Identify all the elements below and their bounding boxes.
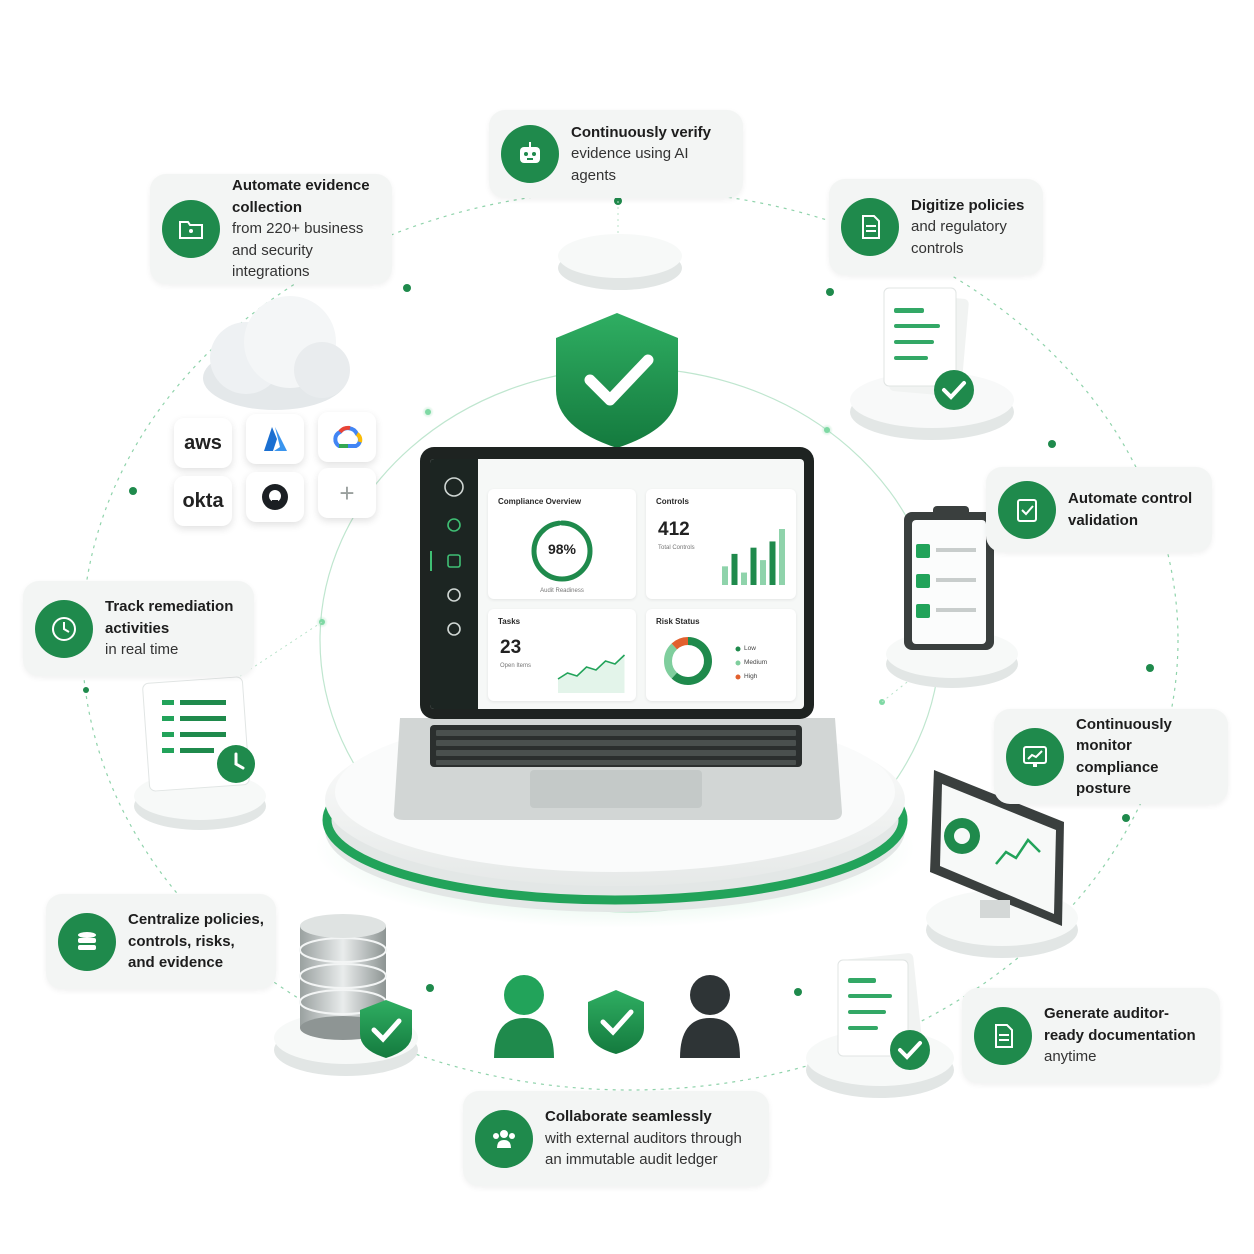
feature-desc: anytime [1044, 1048, 1097, 1066]
add-integration-tile: + [318, 468, 376, 518]
tasks-panel: Tasks 23 Open Items [488, 609, 636, 701]
feature-title: Continuously verify [571, 123, 712, 141]
feature-card-automate-evidence: Automate evidence collection from 220+ bu… [150, 174, 392, 284]
tasks-value: 23 [500, 637, 522, 658]
risk-legend-low: Low [744, 645, 756, 652]
controls-bar [722, 566, 728, 585]
controls-bar-chart [722, 529, 785, 585]
risk-legend-high: High [744, 673, 758, 680]
feature-desc: in real time [105, 641, 179, 659]
risk-legend-medium: Medium [744, 659, 768, 666]
tasks-trend-line [557, 654, 626, 680]
document-icon [841, 198, 899, 256]
github-logo-tile [246, 472, 304, 522]
google-cloud-logo-tile [318, 412, 376, 462]
okta-logo-tile: okta [174, 476, 232, 526]
feature-title: Automate control validation [1068, 490, 1193, 529]
risk-title: Risk Status [656, 617, 700, 626]
risk-legend-dot [735, 674, 741, 680]
controls-bar [731, 553, 738, 585]
risk-panel: Risk Status Low Medium High [646, 609, 796, 701]
aws-logo: aws [184, 431, 222, 454]
feature-card-collaborate: Collaborate seamlessly with external audi… [463, 1091, 769, 1186]
aws-logo-tile: aws [174, 418, 232, 468]
dashboard-sidebar [430, 459, 478, 709]
risk-legend-dot [735, 646, 741, 652]
laptop-screen: Compliance Overview 98% Audit Readiness … [430, 459, 804, 709]
azure-logo-tile [246, 414, 304, 464]
clock-icon [35, 599, 93, 658]
feature-card-remediation: Track remediation activities in real time [23, 581, 254, 676]
feature-card-centralize: Centralize policies, controls, risks, an… [46, 894, 276, 989]
monitor-chart-icon [1006, 727, 1064, 786]
controls-panel: Controls 412 Total Controls [646, 489, 796, 599]
feature-title: Centralize policies, controls, risks, an… [128, 911, 264, 972]
controls-label: Total Controls [658, 545, 695, 551]
tasks-trend-area [558, 655, 625, 693]
feature-title: Continuously monitor compliance posture [1076, 715, 1172, 798]
file-text-icon [974, 1006, 1032, 1065]
team-icon [475, 1109, 533, 1168]
risk-donut-chart [664, 637, 741, 685]
feature-title: Automate evidence collection [232, 177, 370, 216]
feature-card-monitor: Continuously monitor compliance posture [994, 709, 1228, 804]
compliance-ring [531, 520, 593, 582]
checkbox-icon [998, 480, 1056, 539]
feature-desc: and regulatory controls [911, 218, 1007, 257]
people-figures [494, 975, 740, 1058]
tasks-title: Tasks [498, 617, 521, 626]
okta-logo: okta [182, 489, 224, 512]
compliance-overview-panel: Compliance Overview 98% Audit Readiness [488, 489, 636, 599]
controls-bar [769, 541, 776, 585]
feature-desc: from 220+ business and security integrat… [232, 220, 364, 281]
feature-title: Collaborate seamlessly [545, 1108, 712, 1126]
controls-title: Controls [656, 497, 689, 506]
compliance-label: Audit Readiness [540, 588, 584, 594]
outer-orbit [81, 189, 1179, 1091]
database-icon [58, 912, 116, 971]
feature-desc: with external auditors through an immuta… [545, 1129, 742, 1169]
risk-legend-dot [735, 660, 741, 666]
feature-card-auditor-docs: Generate auditor-ready documentation anyt… [962, 988, 1220, 1083]
robot-icon [501, 125, 559, 183]
plus-icon: + [339, 477, 355, 508]
feature-card-control-validation: Automate control validation [986, 467, 1212, 552]
google-cloud-icon [333, 425, 363, 448]
controls-bar [750, 547, 757, 585]
azure-icon [264, 427, 287, 451]
feature-title: Track remediation activities [105, 598, 234, 637]
controls-value: 412 [658, 519, 690, 540]
folder-icon [162, 200, 220, 258]
controls-bar [741, 572, 747, 585]
compliance-percent: 98% [547, 541, 577, 557]
github-icon [262, 484, 288, 510]
cloud-shape [203, 296, 350, 410]
tasks-trend-chart [557, 654, 626, 693]
controls-bar [779, 529, 785, 585]
risk-donut-slice [671, 637, 712, 685]
laptop: Compliance Overview 98% Audit Readiness … [420, 447, 814, 719]
feature-card-verify: Continuously verify evidence using AI age… [489, 110, 743, 198]
sidebar-icons [430, 477, 464, 636]
risk-donut-slice [664, 643, 678, 679]
tasks-label: Open Items [500, 663, 532, 669]
feature-card-digitize: Digitize policies and regulatory controls [829, 179, 1043, 275]
controls-bar [760, 560, 766, 585]
feature-title: Digitize policies [911, 196, 1025, 214]
feature-title: Generate auditor-ready documentation [1044, 1005, 1196, 1044]
orbit-dots [83, 197, 1154, 996]
compliance-title: Compliance Overview [498, 497, 582, 506]
risk-donut-slice [671, 637, 689, 650]
feature-desc: evidence using AI agents [571, 145, 689, 184]
